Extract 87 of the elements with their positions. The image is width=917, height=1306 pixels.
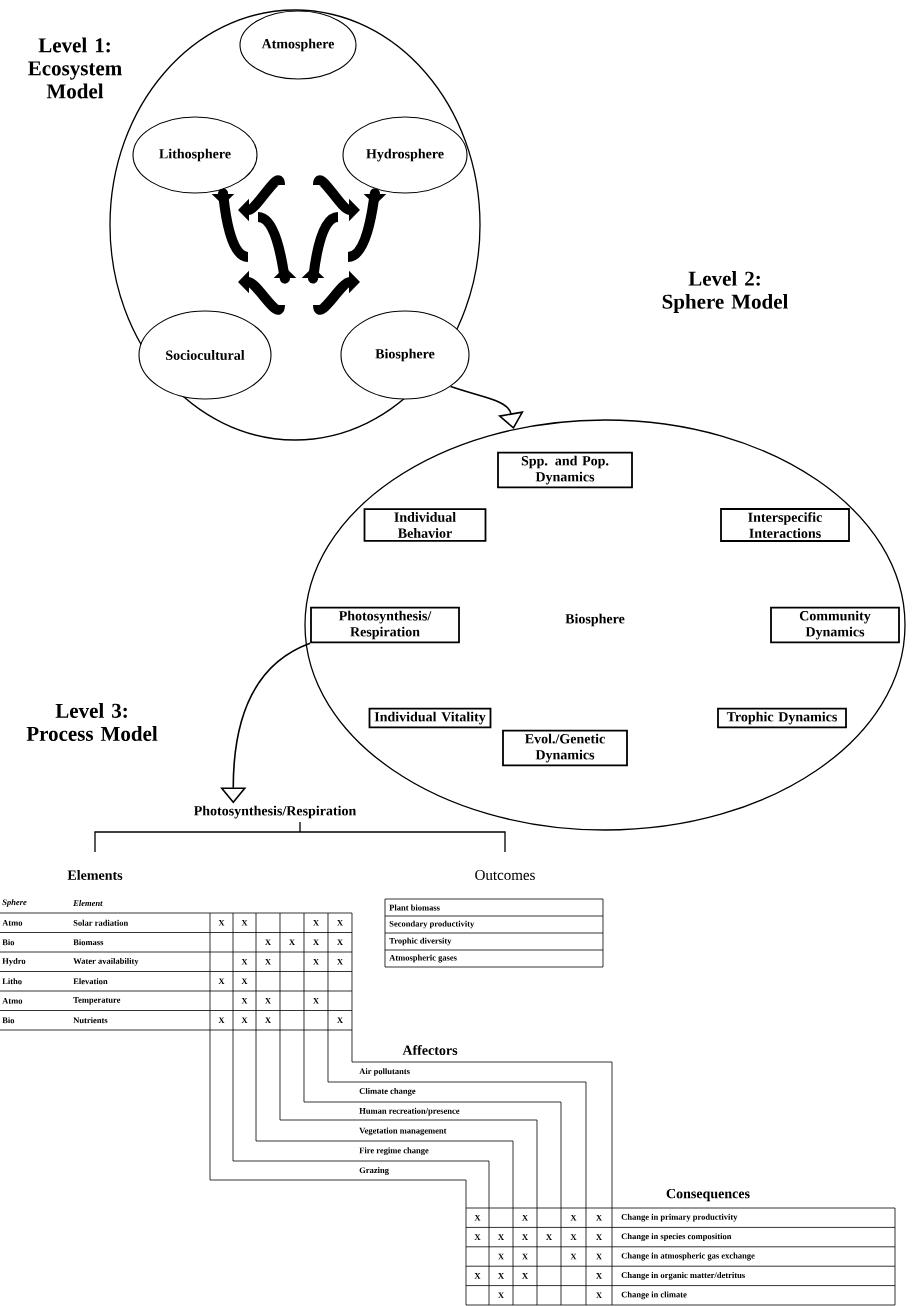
x-mark: X	[474, 1214, 481, 1221]
x-mark: X	[522, 1273, 528, 1279]
element-name: Biomass	[73, 939, 104, 946]
x-mark: X	[522, 1253, 528, 1260]
process-box: Individual Vitality	[368, 707, 492, 729]
process-box: Community Dynamics	[770, 606, 900, 644]
x-mark: X	[522, 1234, 528, 1240]
x-mark: X	[265, 939, 271, 945]
x-mark: X	[474, 1234, 481, 1240]
x-mark: X	[570, 1234, 577, 1240]
x-mark: X	[265, 959, 271, 965]
x-mark: X	[265, 1017, 271, 1023]
sphere-name: Atmo	[2, 919, 23, 926]
x-mark: X	[596, 1214, 602, 1221]
process-box: Trophic Dynamics	[717, 707, 847, 729]
x-mark: X	[313, 920, 319, 926]
process-box: Evol./Genetic Dynamics	[502, 729, 628, 767]
sphere-label: Biosphere	[565, 613, 625, 627]
table-heading: Elements	[67, 870, 123, 880]
table-heading: Outcomes	[475, 869, 535, 881]
x-mark: X	[498, 1234, 504, 1240]
x-mark: X	[218, 1017, 225, 1023]
x-mark: X	[596, 1234, 602, 1240]
x-mark: X	[241, 959, 248, 965]
consequence-text: Change in organic matter/detritus	[621, 1272, 745, 1280]
x-mark: X	[596, 1253, 602, 1260]
sphere-name: Bio	[2, 1017, 15, 1024]
sphere-name: Atmo	[2, 997, 23, 1004]
x-mark: X	[313, 939, 319, 945]
affector-text: Human recreation/presence	[359, 1107, 460, 1116]
x-mark: X	[498, 1253, 504, 1260]
outcome-text: Trophic diversity	[389, 937, 452, 946]
sphere-name: Litho	[2, 978, 22, 985]
consequence-text: Change in primary productivity	[621, 1213, 738, 1222]
consequence-text: Change in species composition	[621, 1233, 732, 1241]
element-name: Solar radiation	[73, 919, 129, 926]
process-box: Individual Behavior	[363, 508, 487, 542]
process-box: Photosynthesis/ Respiration	[310, 606, 460, 644]
process-heading: Photosynthesis/Respiration	[193, 805, 357, 819]
x-mark: X	[337, 920, 343, 926]
x-mark: X	[498, 1292, 504, 1299]
element-name: Nutrients	[73, 1017, 108, 1024]
element-name: Water availability	[73, 957, 139, 966]
x-mark: X	[241, 978, 248, 984]
x-mark: X	[265, 998, 271, 1004]
level-heading: Level 2: Sphere Model	[662, 271, 788, 314]
affector-text: Fire regime change	[359, 1147, 429, 1156]
outcome-text: Secondary productivity	[389, 920, 475, 929]
x-mark: X	[289, 939, 295, 945]
x-mark: X	[498, 1273, 504, 1279]
x-mark: X	[596, 1273, 602, 1279]
outcome-text: Plant biomass	[389, 904, 440, 911]
x-mark: X	[522, 1214, 528, 1221]
x-mark: X	[218, 978, 225, 984]
column-header: Sphere	[2, 899, 27, 907]
x-mark: X	[474, 1273, 481, 1279]
x-mark: X	[218, 920, 225, 926]
x-mark: X	[337, 939, 343, 945]
column-header: Element	[73, 900, 103, 906]
x-mark: X	[570, 1253, 577, 1260]
element-name: Temperature	[73, 997, 121, 1005]
x-mark: X	[313, 959, 319, 965]
outcome-text: Atmospheric gases	[389, 954, 457, 963]
sphere-name: Hydro	[2, 957, 26, 966]
table-heading: Affectors	[402, 1045, 458, 1055]
element-name: Elevation	[73, 978, 108, 985]
consequence-text: Change in atmospheric gas exchange	[621, 1252, 755, 1261]
x-mark: X	[337, 1017, 343, 1023]
x-mark: X	[241, 920, 248, 926]
affector-text: Grazing	[359, 1167, 389, 1175]
x-mark: X	[313, 998, 319, 1004]
x-mark: X	[337, 959, 343, 965]
affector-text: Air pollutants	[359, 1068, 410, 1076]
process-box: Interspecific Interactions	[720, 508, 850, 542]
table-heading: Consequences	[666, 1188, 750, 1202]
x-mark: X	[241, 1017, 248, 1023]
x-mark: X	[596, 1292, 602, 1299]
x-mark: X	[546, 1234, 552, 1240]
x-mark: X	[241, 998, 248, 1004]
consequence-text: Change in climate	[621, 1291, 687, 1300]
affector-text: Vegetation management	[359, 1127, 447, 1136]
x-mark: X	[570, 1214, 577, 1221]
process-box: Spp. and Pop. Dynamics	[497, 451, 633, 489]
sphere-name: Bio	[2, 939, 15, 946]
affector-text: Climate change	[359, 1087, 416, 1096]
level-heading: Level 1: Ecosystem Model	[28, 37, 122, 99]
level-heading: Level 3: Process Model	[26, 703, 158, 741]
